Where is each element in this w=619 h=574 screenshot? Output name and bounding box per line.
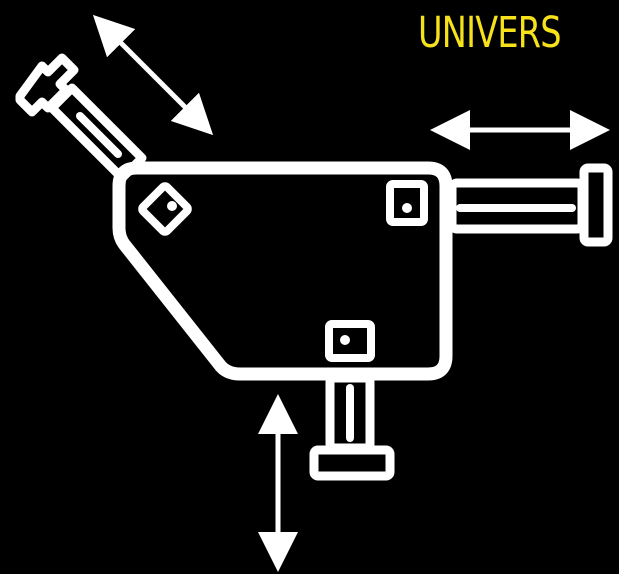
diagonal-screw-icon (20, 58, 142, 178)
square-knob-bottom-icon (329, 324, 371, 358)
diagonal-bidirectional-arrow-icon (100, 22, 206, 128)
horizontal-screw-icon (452, 168, 608, 242)
diamond-knob-icon (141, 185, 189, 233)
mount-body-icon (119, 168, 446, 374)
square-knob-top-icon (390, 184, 424, 222)
vertical-screw-icon (314, 378, 390, 476)
